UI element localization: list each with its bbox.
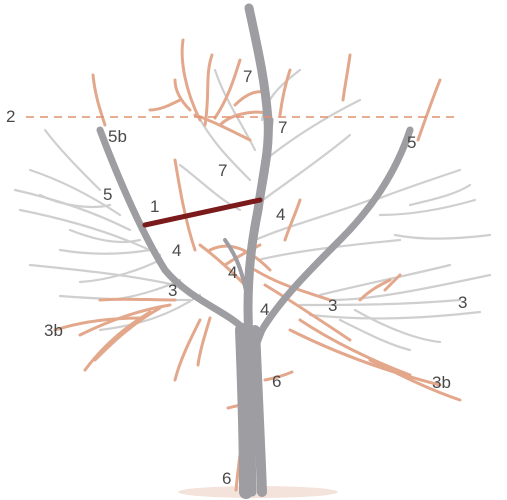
label-5b: 5b bbox=[108, 127, 127, 146]
label-7-mid: 7 bbox=[218, 161, 227, 180]
label-3-left: 3 bbox=[168, 281, 177, 300]
label-7-upper: 7 bbox=[278, 118, 287, 137]
label-3-right: 3 bbox=[458, 293, 467, 312]
label-1: 1 bbox=[150, 197, 159, 216]
label-4-d: 4 bbox=[260, 300, 269, 319]
trunk-base-right bbox=[250, 325, 267, 497]
label-5-right: 5 bbox=[407, 133, 416, 152]
label-3b-right: 3b bbox=[432, 373, 451, 392]
label-5-left: 5 bbox=[103, 185, 112, 204]
left-inner-leader bbox=[223, 238, 250, 302]
label-6-mid: 6 bbox=[272, 372, 281, 391]
label-4-b: 4 bbox=[172, 241, 181, 260]
left-scaffold bbox=[96, 126, 249, 334]
label-4-c: 4 bbox=[228, 263, 237, 282]
label-4-a: 4 bbox=[276, 205, 285, 224]
label-6-bottom: 6 bbox=[222, 469, 231, 488]
label-7-top: 7 bbox=[243, 67, 252, 86]
trunk-and-scaffolds bbox=[96, 3, 414, 499]
trunk-base bbox=[235, 323, 253, 499]
label-2: 2 bbox=[6, 107, 15, 126]
pruned-shoots bbox=[53, 38, 462, 492]
label-3-mid: 3 bbox=[328, 296, 337, 315]
label-3b-left: 3b bbox=[44, 321, 63, 340]
labels: 2 1 5b 5 5 7 7 7 4 4 4 4 3 3 3 3b 3b 6 6 bbox=[6, 67, 467, 488]
cut-bar bbox=[142, 197, 263, 228]
